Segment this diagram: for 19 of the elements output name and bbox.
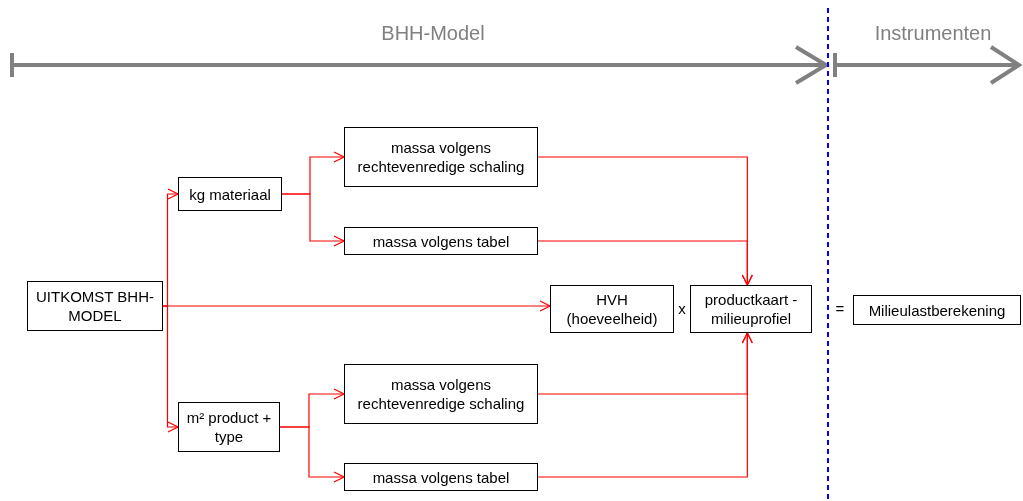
operator-sign: x (678, 300, 686, 317)
process-box: Milieulastberekening (853, 295, 1021, 325)
phase-label: BHH-Model (381, 22, 485, 45)
arrow (537, 240, 753, 286)
arrow (537, 332, 753, 478)
process-box: m² product + type (178, 402, 280, 452)
arrow (279, 426, 345, 483)
process-box: massa volgens tabel (344, 227, 538, 255)
process-box: massa volgens rechtevenredige schaling (344, 127, 538, 187)
process-box: massa volgens tabel (344, 463, 538, 491)
process-box: HVH (hoeveelheid) (550, 285, 674, 333)
operator-sign: = (835, 300, 845, 317)
process-box: UITKOMST BHH-MODEL (27, 281, 163, 331)
process-box: massa volgens rechtevenredige schaling (344, 364, 538, 424)
arrow (281, 193, 345, 247)
process-box: kg materiaal (178, 177, 282, 211)
phase-label: Instrumenten (874, 22, 992, 45)
process-box: productkaart - milieuprofiel (690, 285, 812, 333)
arrow (162, 305, 179, 433)
